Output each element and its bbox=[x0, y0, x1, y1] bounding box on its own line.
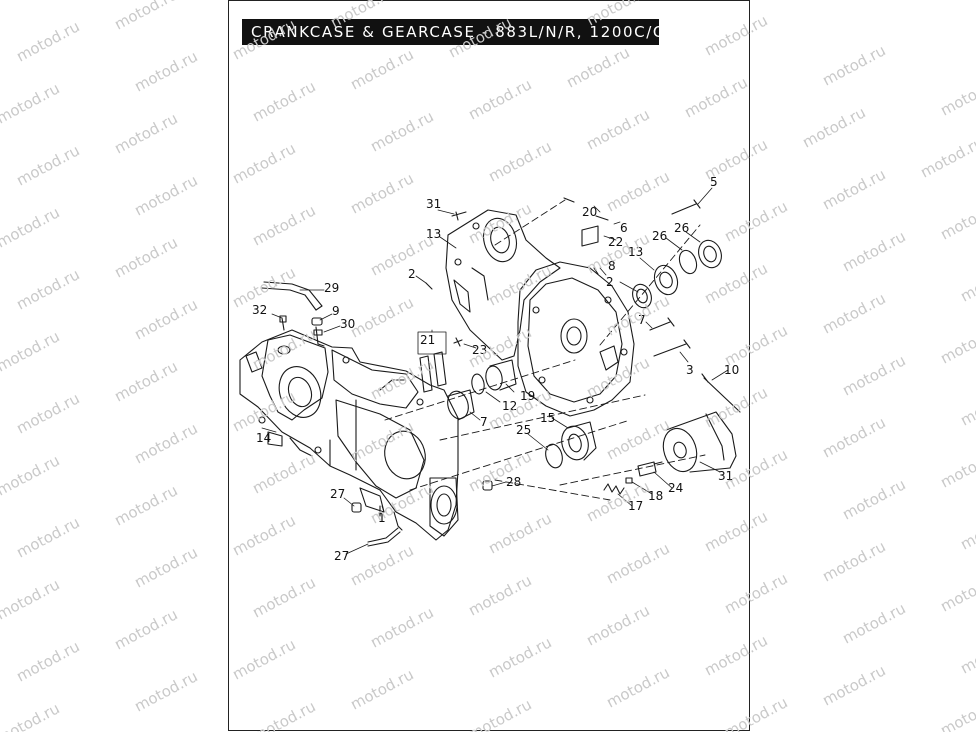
callout-17: 17 bbox=[628, 499, 643, 513]
tube-27 bbox=[367, 527, 401, 547]
callout-2-right: 2 bbox=[606, 275, 614, 289]
callout-2: 2 bbox=[408, 267, 416, 281]
callout-6: 6 bbox=[620, 221, 628, 235]
left-crankcase bbox=[239, 329, 459, 541]
callout-9: 9 bbox=[332, 304, 340, 318]
fitting-22 bbox=[637, 461, 663, 477]
bearing-12 bbox=[653, 264, 679, 296]
callout-13: 13 bbox=[426, 227, 441, 241]
callout-7: 7 bbox=[480, 415, 488, 429]
bushing-8 bbox=[632, 283, 652, 309]
callout-15: 19 bbox=[520, 389, 535, 403]
callout-27: 27 bbox=[334, 549, 349, 563]
bolt-5 bbox=[649, 317, 675, 331]
callout-23: 25 bbox=[516, 423, 531, 437]
gearcase-cover bbox=[517, 261, 635, 417]
retaining-ring-11 bbox=[471, 373, 485, 395]
callout-26-right: 28 bbox=[506, 475, 521, 489]
callout-19: 21 bbox=[420, 333, 435, 347]
callout-28: 29 bbox=[324, 281, 339, 295]
callout-12: 13 bbox=[628, 245, 643, 259]
diagram-title: CRANKCASE & GEARCASE - 883L/N/R, 1200C/C… bbox=[242, 19, 659, 45]
callout-8: 8 bbox=[608, 259, 616, 273]
bearing-15 bbox=[485, 359, 517, 391]
callout-10: 10 bbox=[724, 363, 739, 377]
callout-31-left: 32 bbox=[252, 303, 267, 317]
diagram-sheet bbox=[228, 0, 750, 731]
screw-21 bbox=[453, 337, 463, 347]
callout-18: 18 bbox=[648, 489, 663, 503]
bearing-25 bbox=[698, 239, 722, 269]
callout-22: 24 bbox=[668, 481, 683, 495]
oil-filter-30 bbox=[662, 411, 737, 473]
seal-18 bbox=[625, 477, 633, 484]
leader-lines bbox=[261, 187, 729, 555]
callout-21: 23 bbox=[472, 343, 487, 357]
bolt-3 bbox=[653, 339, 691, 357]
pin-2-right bbox=[593, 267, 599, 275]
callout-26-left: 27 bbox=[330, 487, 345, 501]
bolt-4 bbox=[671, 199, 701, 215]
screw-16 bbox=[563, 197, 575, 203]
callout-5: 7 bbox=[638, 313, 646, 327]
callout-1: 1 bbox=[378, 511, 386, 525]
plug-26-right bbox=[482, 480, 493, 491]
callout-20: 22 bbox=[608, 235, 623, 249]
spring-17 bbox=[603, 483, 625, 495]
right-crankcase bbox=[445, 209, 561, 361]
retaining-ring-23 bbox=[545, 443, 563, 469]
plug-26-left bbox=[351, 502, 362, 513]
dipstick-10 bbox=[701, 373, 741, 413]
callout-31: 31 bbox=[426, 197, 441, 211]
stud-31-left bbox=[279, 315, 287, 331]
plate-20 bbox=[581, 225, 599, 247]
screw-6 bbox=[595, 215, 609, 221]
ring-24 bbox=[678, 249, 698, 275]
callout-13-left: 14 bbox=[256, 431, 271, 445]
callout-14: 15 bbox=[540, 411, 555, 425]
pin-2-left bbox=[425, 282, 433, 290]
bearing-14 bbox=[561, 421, 597, 461]
callout-4: 5 bbox=[710, 175, 718, 189]
callout-29: 30 bbox=[340, 317, 355, 331]
callout-24: 26 bbox=[652, 229, 667, 243]
callout-11: 12 bbox=[502, 399, 517, 413]
callout-labels: 31 13 2 20 6 22 5 26 26 8 2 13 7 3 10 29… bbox=[252, 175, 739, 563]
callout-25: 26 bbox=[674, 221, 689, 235]
breather-hose bbox=[261, 281, 323, 311]
callout-16: 20 bbox=[582, 205, 597, 219]
fitting-9-29 bbox=[311, 317, 325, 347]
callout-3: 3 bbox=[686, 363, 694, 377]
assembly-axis-lines bbox=[384, 199, 706, 501]
callout-30: 31 bbox=[718, 469, 733, 483]
bearing-7 bbox=[447, 389, 475, 421]
stud-31-top bbox=[451, 211, 467, 221]
